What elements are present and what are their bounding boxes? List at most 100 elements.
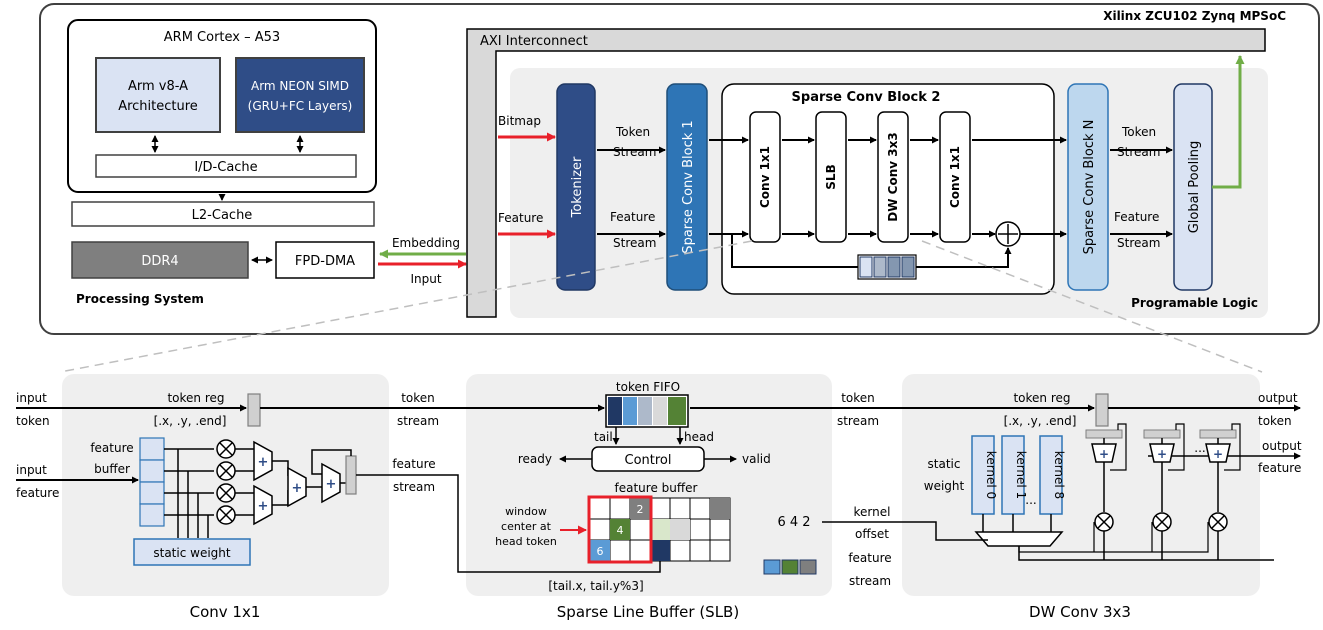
dwconv-detail: token reg [.x, .y, .end] output token ou… xyxy=(763,391,1302,621)
slb-cell-2: 2 xyxy=(637,503,644,516)
id-cache-label: I/D-Cache xyxy=(194,160,257,175)
armv8-block xyxy=(95,57,221,133)
dw-kernel-offset-l2: offset xyxy=(855,527,889,541)
gpool-label: Global Pooling xyxy=(1187,141,1202,234)
dw-static-weight-l2: weight xyxy=(924,479,965,493)
ddr4-label: DDR4 xyxy=(141,254,178,269)
dw-output-feature-l1: output xyxy=(1262,439,1302,453)
gpool-output-arrow xyxy=(1212,55,1245,189)
l2-cache-label: L2-Cache xyxy=(192,208,253,223)
scb2-conv1-label: Conv 1x1 xyxy=(758,146,772,208)
slb-token-stream-l1: token xyxy=(841,391,875,405)
neon-label-2: (GRU+FC Layers) xyxy=(248,99,353,113)
ps-title: Processing System xyxy=(76,292,204,306)
slb-token-stream-l2: stream xyxy=(837,414,879,428)
zoom-line-right xyxy=(921,240,1263,373)
dw-mac-unit-2: + xyxy=(1143,423,1185,560)
dw-kernel-1: kernel 1 xyxy=(1014,451,1028,499)
c1-adder-tree: + + + + xyxy=(235,440,357,526)
c1-multipliers xyxy=(216,439,236,525)
c1-token-stream-l2: stream xyxy=(397,414,439,428)
dw-kernel-0: kernel 0 xyxy=(984,451,998,499)
c1-accumulator-reg xyxy=(345,455,357,495)
tokenizer-block xyxy=(556,83,596,291)
armv8-label-1: Arm v8-A xyxy=(128,79,188,94)
neon-block xyxy=(235,57,365,133)
scb2-title: Sparse Conv Block 2 xyxy=(792,90,941,105)
scb2-conv1-block xyxy=(749,111,781,243)
slb-ready-label: ready xyxy=(518,452,552,466)
scb2-conv2-block xyxy=(939,111,971,243)
neon-label-1: Arm NEON SIMD xyxy=(251,79,349,93)
slb-token-fifo-label: token FIFO xyxy=(616,380,680,394)
scbn-label: Sparse Conv Block N xyxy=(1082,120,1097,255)
dw-token-register xyxy=(1095,393,1109,427)
input-label: Input xyxy=(410,272,441,286)
armv8-label-2: Architecture xyxy=(118,99,198,114)
tok-scb1-token-l2: Stream xyxy=(613,145,656,159)
dw-offset-line xyxy=(822,521,988,541)
id-cache-block xyxy=(95,154,357,178)
dwconv-caption: DW Conv 3x3 xyxy=(1029,603,1131,621)
tok-scb1-feature-l1: Feature xyxy=(610,210,655,224)
dw-kernel-offset-l1: kernel xyxy=(854,505,891,519)
slb-caption: Sparse Line Buffer (SLB) xyxy=(557,603,739,621)
scbn-gpool-token-l2: Stream xyxy=(1117,145,1160,159)
c1-feature-stream-l2: stream xyxy=(393,480,435,494)
slb-cell-4: 4 xyxy=(617,524,624,537)
bitmap-label: Bitmap xyxy=(498,114,541,128)
dw-token-reg-fields: [.x, .y, .end] xyxy=(1004,414,1077,428)
c1-token-reg: token reg xyxy=(167,391,224,405)
processing-system: ARM Cortex – A53 Arm v8-A Architecture A… xyxy=(67,19,377,306)
embedding-label: Embedding xyxy=(392,236,460,250)
c1-token-reg-fields: [.x, .y, .end] xyxy=(154,414,227,428)
scb1-block xyxy=(666,83,708,291)
scb2-slb-label: SLB xyxy=(824,164,838,189)
c1-input-feature-l2: feature xyxy=(16,486,59,500)
ddr4-block xyxy=(71,241,249,279)
c1-input-token-l1: input xyxy=(16,391,47,405)
c1-input-feature-l1: input xyxy=(16,463,47,477)
dw-kernels xyxy=(971,435,1063,515)
board-title: Xilinx ZCU102 Zynq MPSoC xyxy=(1103,9,1286,23)
slb-token-fifo xyxy=(605,394,689,428)
scb2-slb-block xyxy=(815,111,847,243)
slb-panel xyxy=(466,374,832,596)
tok-scb1-token-l1: Token xyxy=(615,125,650,139)
svg-text:+: + xyxy=(258,455,269,470)
scb2-dwconv-block xyxy=(877,111,909,243)
dw-mac-unit-1: + xyxy=(1085,423,1127,560)
tok-scb1-feature-l2: Stream xyxy=(613,236,656,250)
slb-window-l1: window xyxy=(505,505,547,518)
dw-token-reg: token reg xyxy=(1013,391,1070,405)
c1-feature-buffer xyxy=(139,437,165,527)
dw-weight-mux xyxy=(974,531,1064,547)
c1-feature-buffer-l1: feature xyxy=(90,441,133,455)
dw-static-weight-l1: static xyxy=(928,457,961,471)
svg-text:+: + xyxy=(1099,447,1109,461)
dw-output-feature-l2: feature xyxy=(1258,461,1301,475)
c1-feature-stream-l1: feature xyxy=(392,457,435,471)
dw-mac-dots: ... xyxy=(1194,441,1205,455)
dw-offset-values: 6 4 2 xyxy=(777,515,810,530)
c1-static-weight xyxy=(133,538,251,566)
dw-feature-stream-icon xyxy=(763,559,817,575)
axi-label: AXI Interconnect xyxy=(480,34,588,49)
c1-static-weight-label: static weight xyxy=(153,546,231,560)
c1-token-stream-l1: token xyxy=(401,391,435,405)
slb-window-l2: center at xyxy=(501,520,552,533)
dw-mac-unit-3: + xyxy=(1199,423,1241,560)
slb-head-label: head xyxy=(684,430,714,444)
svg-text:+: + xyxy=(258,499,269,514)
svg-text:+: + xyxy=(292,481,303,496)
slb-window-l3: head token xyxy=(495,535,557,548)
slb-cell-6: 6 xyxy=(597,545,604,558)
dw-output-token-l2: token xyxy=(1258,414,1292,428)
dw-kernel-8: kernel 8 xyxy=(1052,451,1066,499)
dw-kernel-lines xyxy=(982,514,1052,532)
dw-feature-stream-l2: stream xyxy=(849,574,891,588)
conv1x1-detail: input token token reg [.x, .y, .end] tok… xyxy=(16,391,605,621)
cpu-title: ARM Cortex – A53 xyxy=(164,30,280,45)
dw-kernel-dots: ... xyxy=(1025,493,1036,507)
scbn-gpool-feature-l2: Stream xyxy=(1117,236,1160,250)
